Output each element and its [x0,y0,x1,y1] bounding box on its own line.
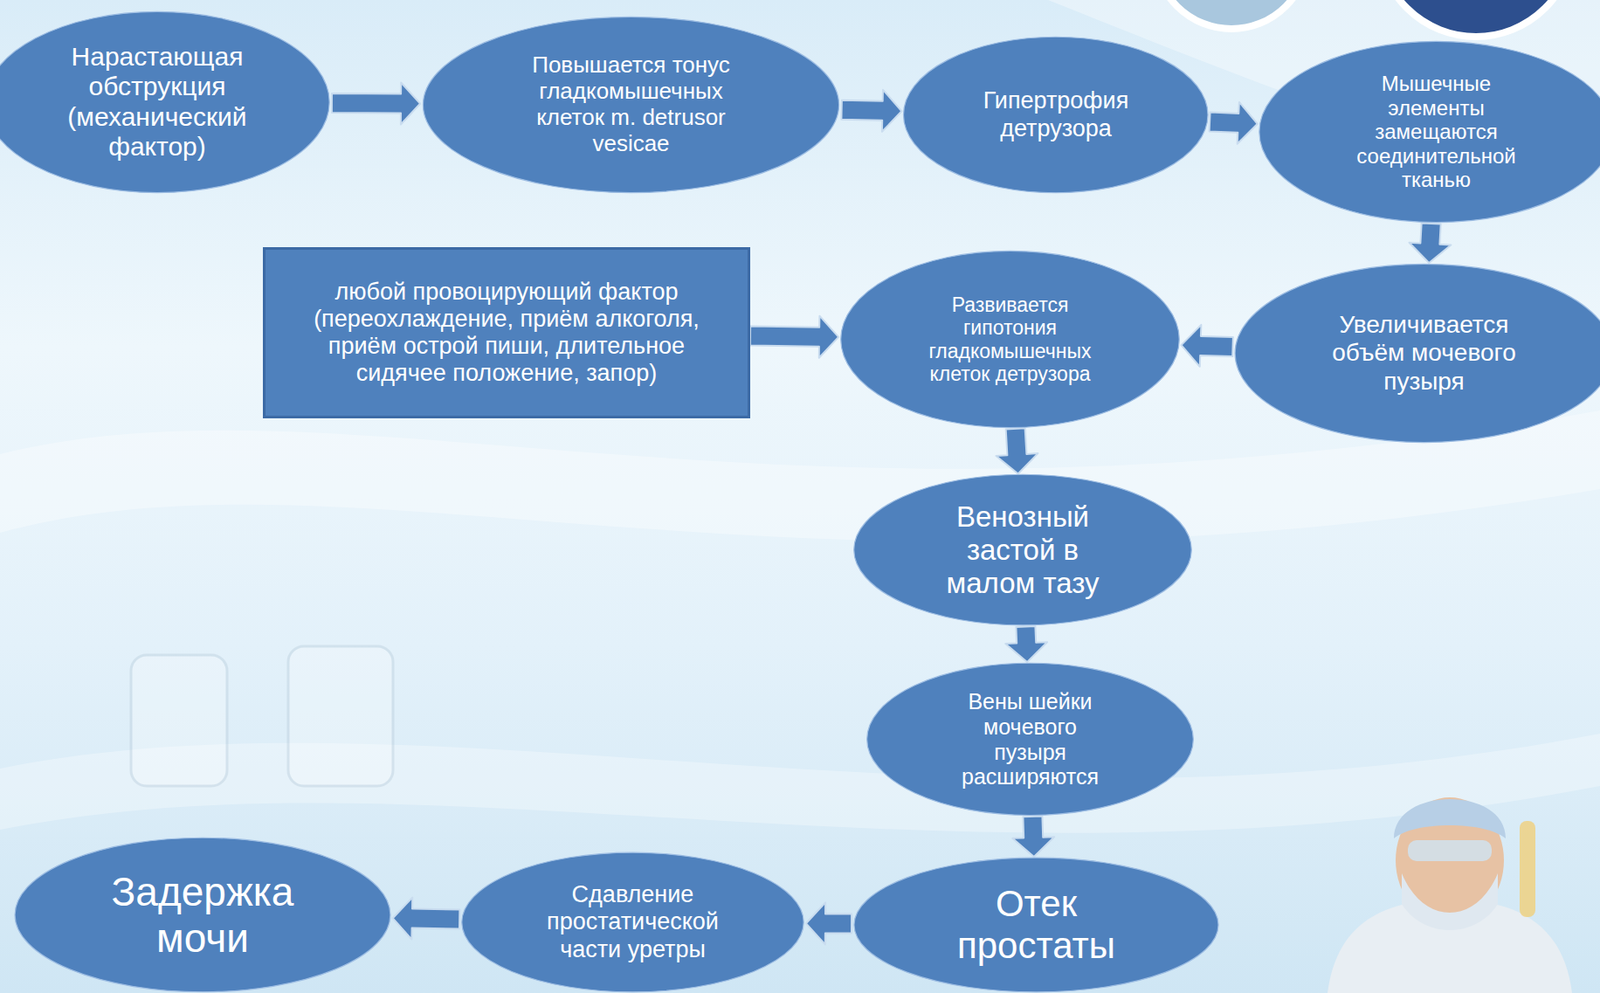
block-arrow [393,897,461,940]
process-ellipse: Мышечные элементы замещаются соединитель… [1256,40,1600,224]
block-arrow [1012,816,1055,858]
text-group: Мышечные элементы замещаются соединитель… [1349,71,1525,193]
block-arrow [750,316,839,359]
text-group: Вены шейки мочевого пузыря расширяются [956,689,1105,790]
ellipse-fill [841,250,1180,428]
text-group: Гипертрофия детрузора [955,87,1157,142]
process-box: любой провоцирующий фактор (переохлажден… [262,247,751,419]
node-text: Вены шейки мочевого пузыря расширяются [956,689,1105,790]
text-group: Задержка мочи [93,868,312,962]
process-ellipse: Сдавление простатической части уретры [459,851,807,993]
block-arrow [1209,102,1258,145]
process-ellipse: Отек простаты [851,856,1221,993]
text-group: Увеличивается объём мочевого пузыря [1319,310,1530,396]
ellipse-fill [854,475,1193,627]
corner-circle [1378,0,1574,37]
node-text: Повышается тонус гладкомышечных клеток m… [510,52,752,158]
process-ellipse: Задержка мочи [12,836,394,993]
text-group: Повышается тонус гладкомышечных клеток m… [510,52,752,158]
text-group: Венозный застой в малом тазу [935,500,1111,600]
node-text: Увеличивается объём мочевого пузыря [1319,310,1530,396]
ellipse-fill [14,837,391,992]
text-group: Развивается гипотония гладкомышечных кле… [918,293,1103,387]
text-group: Сдавление простатической части уретры [537,881,730,963]
block-arrow [1181,324,1234,367]
scientist-figure [1327,797,1573,993]
ellipse-fill [854,857,1219,993]
ellipse-fill [462,852,804,993]
ellipse-fill [422,16,839,193]
ellipse-fill [903,36,1209,193]
node-text: Сдавление простатической части уретры [537,881,730,963]
node-text: Развивается гипотония гладкомышечных кле… [918,293,1103,387]
node-text: любой провоцирующий фактор (переохлажден… [299,278,715,387]
node-text: Гипертрофия детрузора [955,87,1157,142]
light-swoosh [0,733,1600,834]
block-arrow [1005,626,1048,663]
ellipse-fill [0,11,330,193]
text-group: Нарастающая обструкция (механический фак… [43,41,271,163]
block-arrow [996,427,1039,474]
ellipse-fill [1259,41,1600,222]
block-arrow [806,902,852,945]
process-ellipse: Повышается тонус гладкомышечных клеток m… [420,15,842,194]
node-text: Задержка мочи [93,868,312,962]
process-ellipse: Венозный застой в малом тазу [851,473,1194,627]
node-text: Венозный застой в малом тазу [935,500,1111,600]
block-arrow [841,89,902,132]
lab-flasks [131,646,394,787]
process-ellipse: Нарастающая обструкция (механический фак… [0,10,332,194]
process-ellipse: Увеличивается объём мочевого пузыря [1232,262,1600,444]
node-text: Отек простаты [949,882,1125,968]
block-arrow [1409,222,1452,263]
corner-circle [1154,0,1309,29]
text-group: любой провоцирующий фактор (переохлажден… [299,278,715,387]
node-text: Мышечные элементы замещаются соединитель… [1349,71,1525,193]
ellipse-fill [867,662,1194,815]
ellipse-fill [1234,263,1600,442]
process-ellipse: Вены шейки мочевого пузыря расширяются [864,662,1196,817]
node-text: Нарастающая обструкция (механический фак… [43,41,271,163]
process-ellipse: Развивается гипотония гладкомышечных кле… [838,249,1182,429]
process-ellipse: Гипертрофия детрузора [901,35,1211,194]
text-group: Отек простаты [949,882,1125,968]
block-arrow [331,82,421,125]
